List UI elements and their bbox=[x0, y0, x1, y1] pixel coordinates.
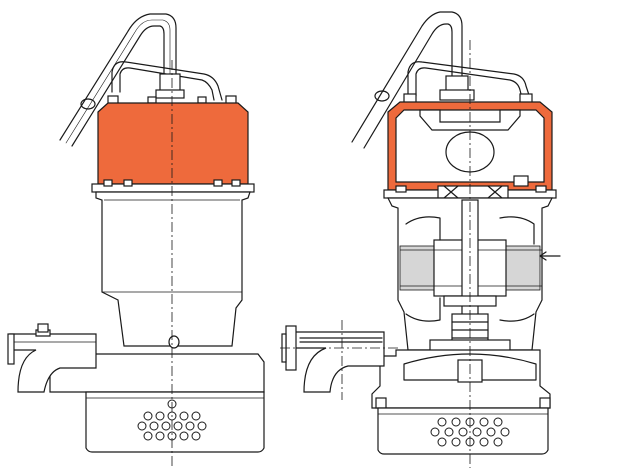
strainer-hole bbox=[444, 427, 454, 437]
strainer-hole bbox=[437, 417, 447, 427]
discharge-bend-section bbox=[289, 331, 385, 393]
strainer-hole bbox=[451, 437, 461, 447]
pump-casing bbox=[49, 353, 265, 393]
strainer-hole bbox=[493, 417, 503, 427]
drain-plug bbox=[168, 335, 180, 349]
strainer-hole bbox=[493, 437, 503, 447]
upper-bearing bbox=[437, 185, 509, 199]
strainer-hole bbox=[143, 431, 153, 441]
motor-cover bbox=[97, 102, 249, 185]
strainer-hole bbox=[149, 421, 159, 431]
strainer-hole bbox=[185, 421, 195, 431]
cover-flange bbox=[91, 183, 255, 193]
sectional-view bbox=[280, 11, 561, 468]
discharge-bolt bbox=[37, 323, 49, 333]
strainer bbox=[85, 391, 265, 453]
strainer-hole bbox=[143, 411, 153, 421]
strainer-hole bbox=[173, 421, 183, 431]
strainer-holes bbox=[137, 411, 207, 441]
strainer-hole bbox=[430, 427, 440, 437]
strainer-hole bbox=[472, 427, 482, 437]
strainer-hole bbox=[179, 411, 189, 421]
strainer-hole bbox=[155, 411, 165, 421]
cable-clamp bbox=[80, 98, 96, 110]
strainer-hole bbox=[197, 421, 207, 431]
strainer-holes-section bbox=[430, 417, 510, 447]
cable-gland bbox=[159, 73, 181, 93]
strainer-hole bbox=[191, 431, 201, 441]
power-cable bbox=[59, 13, 177, 147]
discharge-bend bbox=[9, 333, 97, 393]
strainer-hole bbox=[458, 427, 468, 437]
lifting-handle bbox=[111, 61, 223, 101]
exterior-view bbox=[7, 13, 265, 466]
motor-frame bbox=[95, 191, 251, 347]
strainer-hole bbox=[451, 417, 461, 427]
strainer-hole bbox=[161, 421, 171, 431]
strainer-hole bbox=[137, 421, 147, 431]
strainer-hole bbox=[486, 427, 496, 437]
power-cable-section bbox=[351, 11, 463, 149]
strainer-hole bbox=[479, 437, 489, 447]
strainer-hole bbox=[500, 427, 510, 437]
strainer-hole bbox=[191, 411, 201, 421]
strainer-hole bbox=[179, 431, 189, 441]
strainer-hole bbox=[479, 417, 489, 427]
strainer-hole bbox=[155, 431, 165, 441]
strainer-hole bbox=[437, 437, 447, 447]
